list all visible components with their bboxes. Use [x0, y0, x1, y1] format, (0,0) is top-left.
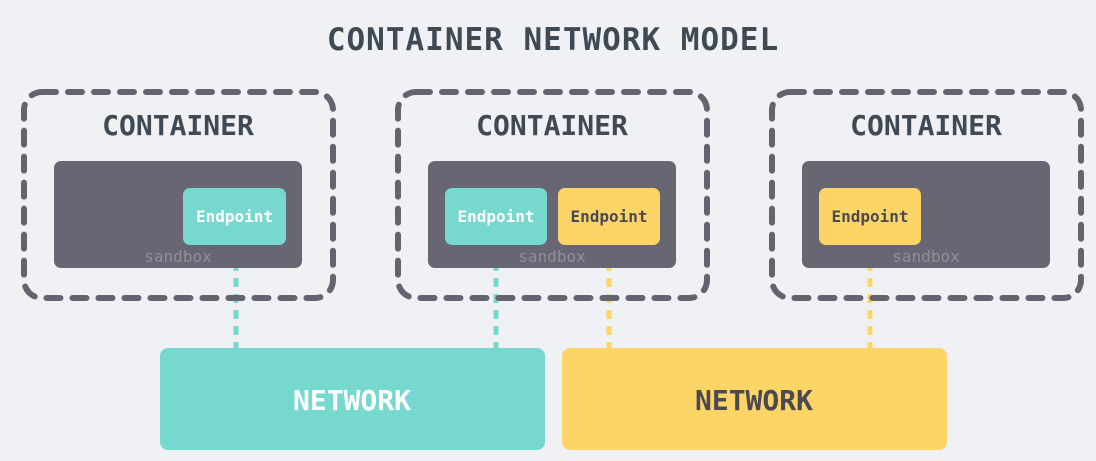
sandbox-label: sandbox: [892, 247, 960, 266]
container-3: CONTAINER sandbox Endpoint: [769, 89, 1084, 301]
container-label: CONTAINER: [476, 109, 628, 142]
endpoint-box: [445, 188, 547, 245]
container-box: [769, 89, 1084, 301]
endpoint-label: Endpoint: [570, 207, 647, 226]
container-2: CONTAINER sandbox Endpoint Endpoint: [395, 89, 710, 301]
endpoint-label: Endpoint: [457, 207, 534, 226]
sandbox-label: sandbox: [144, 247, 212, 266]
endpoint-label: Endpoint: [831, 207, 908, 226]
endpoint-box: [183, 188, 286, 245]
container-box: [21, 89, 336, 301]
network-box: [160, 348, 545, 450]
networks: NETWORK NETWORK: [160, 348, 947, 450]
diagram-title: CONTAINER NETWORK MODEL: [327, 22, 779, 58]
network-label: NETWORK: [695, 384, 813, 417]
container-1: CONTAINER sandbox Endpoint: [21, 89, 336, 301]
container-box: [395, 89, 710, 301]
endpoint-label: Endpoint: [196, 207, 273, 226]
endpoint-box: [819, 188, 921, 245]
network-label: NETWORK: [293, 384, 411, 417]
endpoint-box: [558, 188, 660, 245]
container-label: CONTAINER: [850, 109, 1002, 142]
network-box: [562, 348, 947, 450]
sandbox-label: sandbox: [518, 247, 586, 266]
container-label: CONTAINER: [102, 109, 254, 142]
